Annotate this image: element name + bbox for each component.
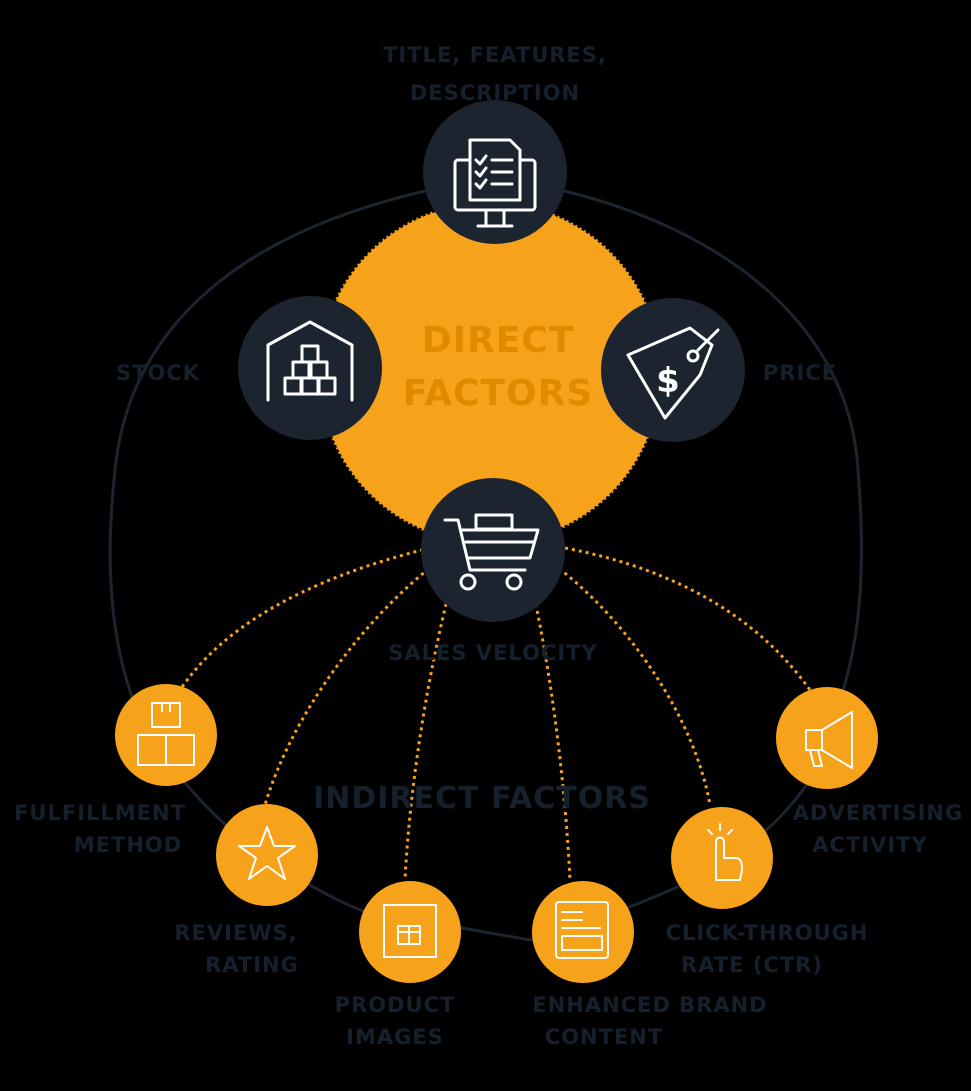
node-stock: [238, 296, 382, 440]
svg-text:$: $: [656, 361, 680, 401]
node-enhanced-brand-content: [532, 881, 634, 983]
node-reviews-circle: [216, 804, 318, 906]
node-sales-velocity: [421, 478, 565, 622]
label-title-features-1: TITLE, FEATURES,: [383, 43, 607, 67]
label-product-images-1: PRODUCT: [335, 993, 456, 1017]
spoke-fulfillment: [178, 546, 431, 691]
node-advertising: [776, 687, 878, 789]
center-title-line1: DIRECT: [422, 320, 575, 361]
spoke-ctr: [547, 558, 712, 806]
node-fulfillment: [115, 684, 217, 786]
star-icon: [238, 826, 296, 880]
label-advertising-1: ADVERTISING: [793, 801, 963, 825]
node-advertising-circle: [776, 687, 878, 789]
label-fulfillment-2: METHOD: [74, 833, 182, 857]
node-title-features: [423, 100, 567, 244]
label-sales-velocity: SALES VELOCITY: [388, 641, 597, 665]
label-advertising-2: ACTIVITY: [812, 833, 927, 857]
outer-ring-right: [559, 188, 863, 701]
label-reviews-1: REVIEWS,: [174, 921, 297, 945]
label-ctr-1: CLICK-THROUGH: [666, 921, 869, 945]
node-click-through-rate: [671, 807, 773, 909]
gift-image-icon: [383, 904, 437, 958]
node-product-images: [359, 881, 461, 983]
node-price-circle: [601, 298, 745, 442]
node-price: $: [601, 298, 745, 442]
spoke-images: [403, 569, 457, 881]
label-fulfillment-1: FULFILLMENT: [14, 801, 186, 825]
spoke-advertising: [564, 546, 812, 691]
indirect-factors-arc-label: INDIRECT FACTORS: [313, 781, 651, 816]
label-reviews-2: RATING: [205, 953, 299, 977]
shopping-cart-icon: [443, 513, 540, 591]
label-ebc-2: CONTENT: [545, 1025, 663, 1049]
click-hand-icon: [707, 823, 743, 881]
node-reviews: [216, 804, 318, 906]
label-ebc-1: ENHANCED BRAND: [532, 993, 767, 1017]
node-enhanced-brand-content-circle: [532, 881, 634, 983]
listing-document-monitor-icon: [453, 138, 537, 228]
node-click-through-rate-circle: [671, 807, 773, 909]
megaphone-icon: [805, 711, 853, 769]
outer-ring-left: [108, 188, 431, 706]
enhanced-content-icon: [555, 901, 609, 959]
fulfillment-boxes-icon: [137, 702, 195, 766]
label-title-features-2: DESCRIPTION: [410, 81, 580, 105]
spoke-ebc: [526, 569, 572, 881]
label-product-images-2: IMAGES: [346, 1025, 444, 1049]
label-stock: STOCK: [116, 361, 200, 385]
node-sales-velocity-circle: [421, 478, 565, 622]
label-ctr-2: RATE (CTR): [681, 953, 823, 977]
center-title-line2: FACTORS: [403, 373, 594, 414]
warehouse-boxes-icon: [266, 320, 354, 402]
label-price: PRICE: [763, 361, 837, 385]
price-tag-dollar-icon: $: [626, 326, 720, 420]
